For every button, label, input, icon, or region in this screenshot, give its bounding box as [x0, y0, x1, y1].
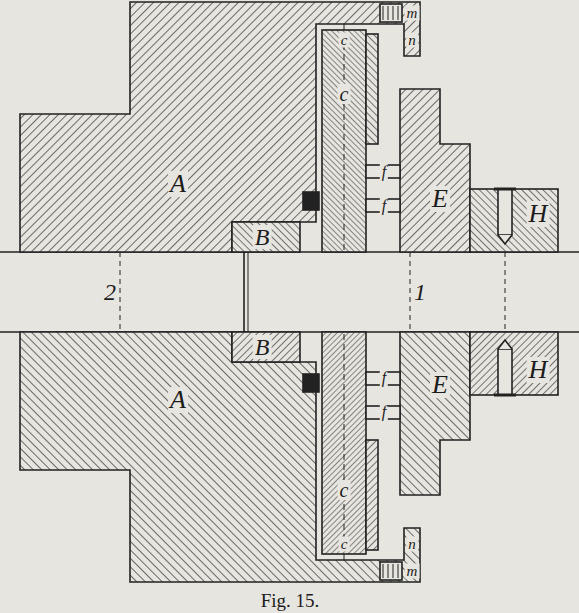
- shaft-number: 2: [102, 280, 118, 304]
- figure-caption: Fig. 15.: [261, 591, 320, 610]
- disc-letter: c: [338, 84, 351, 104]
- part-letter: A: [168, 171, 188, 197]
- disc-letter: c: [338, 480, 351, 500]
- screw-letter: m: [405, 6, 420, 21]
- part-letter: B: [253, 225, 272, 249]
- part-letter: H: [527, 357, 550, 383]
- plate-letter: n: [406, 537, 418, 552]
- part-letter: H: [527, 201, 550, 227]
- part-letter: E: [430, 186, 450, 212]
- pin-letter: f: [380, 370, 388, 386]
- disc-letter: c: [339, 33, 350, 48]
- part-letter: A: [168, 387, 188, 413]
- plate-letter: n: [406, 33, 418, 48]
- part-letter: E: [430, 372, 450, 398]
- part-letter: B: [253, 335, 272, 359]
- pin-letter: f: [380, 198, 388, 214]
- pin-letter: f: [380, 404, 388, 420]
- pin-letter: f: [380, 164, 388, 180]
- screw-letter: m: [405, 564, 420, 579]
- shaft-number: 1: [412, 280, 428, 304]
- disc-letter: c: [339, 537, 350, 552]
